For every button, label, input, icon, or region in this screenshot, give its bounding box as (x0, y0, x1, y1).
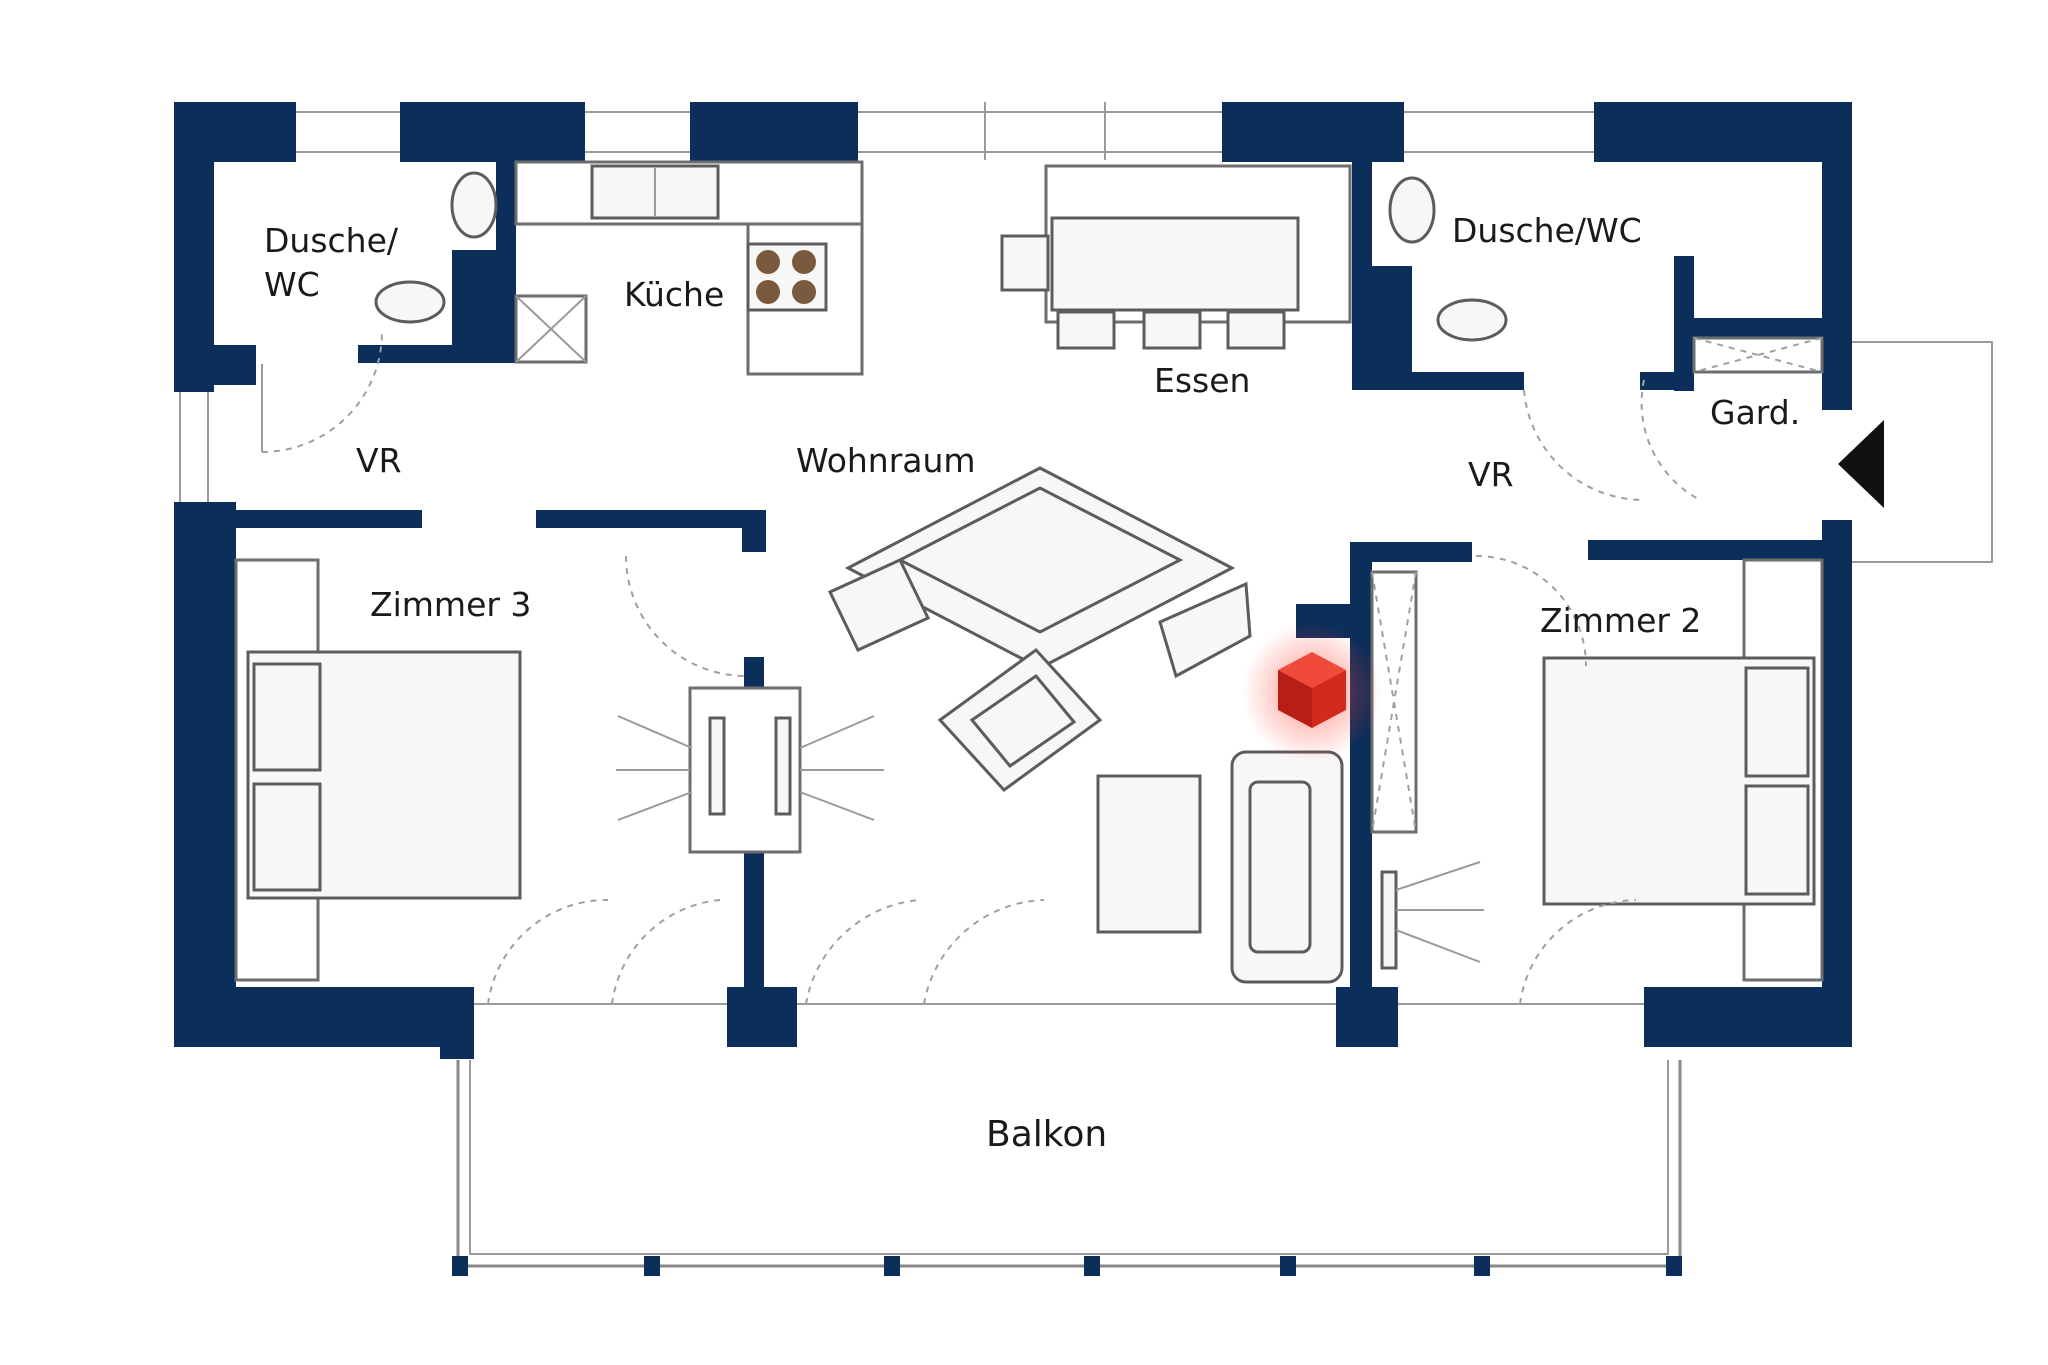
room-labels: Dusche/ WC Küche Essen Dusche/WC Gard. V… (264, 211, 1800, 1155)
wall-bath-left-stub (214, 345, 256, 385)
wall-top-3 (690, 102, 858, 162)
wall-bath-left-bottom (358, 345, 516, 363)
wall-z2-divider-base (1336, 987, 1398, 1047)
wall-bottom-right (1644, 987, 1852, 1047)
corner-sofa (827, 466, 1252, 679)
toilet-left (374, 280, 446, 324)
wall-bath-left-box (452, 250, 496, 352)
kitchen-counters (514, 160, 864, 376)
wall-top-5 (1594, 102, 1852, 162)
wall-z2-top (1588, 540, 1822, 560)
bed-zimmer2 (1542, 558, 1824, 982)
lamp-rays (616, 715, 1484, 963)
wall-z2-divider (1350, 542, 1372, 994)
wall-bath-left-pillar (496, 160, 516, 352)
dining-chair (1142, 310, 1202, 350)
label-dusche-wc-right: Dusche/WC (1452, 211, 1642, 250)
wall-bath-right-divider (1674, 256, 1694, 391)
label-dusche-wc-left-line2: WC (264, 265, 320, 304)
label-dusche-wc-left-line1: Dusche/ (264, 221, 399, 260)
washbasin-left (450, 171, 498, 239)
wall-bottom-right-ext (1644, 987, 1674, 1047)
label-zimmer2: Zimmer 2 (1540, 601, 1701, 640)
doors (261, 331, 1701, 1005)
label-vr-right: VR (1468, 455, 1514, 494)
label-gard: Gard. (1710, 393, 1800, 432)
wall-z3-top-1 (236, 510, 422, 528)
washbasin-right (1388, 176, 1436, 244)
wall-z3-top-2 (536, 510, 766, 528)
wall-right-lower (1822, 520, 1852, 1047)
wall-bath-right-box (1372, 266, 1412, 372)
label-balkon: Balkon (986, 1114, 1107, 1155)
wall-bottom-left-ext (440, 987, 474, 1059)
wall-bath-right-left (1352, 160, 1372, 390)
walls (174, 102, 1852, 1059)
label-wohnraum: Wohnraum (796, 441, 976, 480)
bed-zimmer3 (234, 558, 522, 982)
wall-bottom-left (174, 987, 474, 1047)
dining-table (1050, 216, 1300, 312)
armchair (937, 647, 1103, 793)
wall-top-2 (400, 102, 585, 162)
sofa-right (1230, 750, 1344, 984)
wall-z3-divider-base (727, 987, 797, 1047)
label-essen: Essen (1154, 361, 1250, 400)
dining-chair (1056, 310, 1116, 350)
wall-gard-bottom (1640, 372, 1694, 390)
label-kueche: Küche (624, 275, 724, 314)
bathroom-fixtures (374, 171, 1824, 374)
location-cube-icon (1242, 622, 1382, 762)
dining-chair (1000, 234, 1050, 292)
label-zimmer3: Zimmer 3 (370, 585, 531, 624)
entrance-corridor (1852, 341, 1993, 563)
wall-top-4 (1222, 102, 1404, 162)
label-vr-left: VR (356, 441, 402, 480)
toilet-right (1436, 298, 1508, 342)
wall-bath-right-bottom (1352, 372, 1524, 390)
wall-gard-top (1694, 318, 1822, 338)
dining-chair (1226, 310, 1286, 350)
wall-left-lower (174, 502, 236, 1047)
wall-left-upper (174, 102, 214, 392)
balcony (452, 1060, 1682, 1276)
wall-right-upper (1822, 102, 1852, 410)
entrance-arrow-icon (1838, 420, 1884, 508)
wall-z3-top-stub (742, 510, 766, 552)
wall-z2-divider-top (1350, 542, 1472, 562)
coffee-table (1096, 774, 1202, 934)
dining-set (1000, 164, 1352, 350)
